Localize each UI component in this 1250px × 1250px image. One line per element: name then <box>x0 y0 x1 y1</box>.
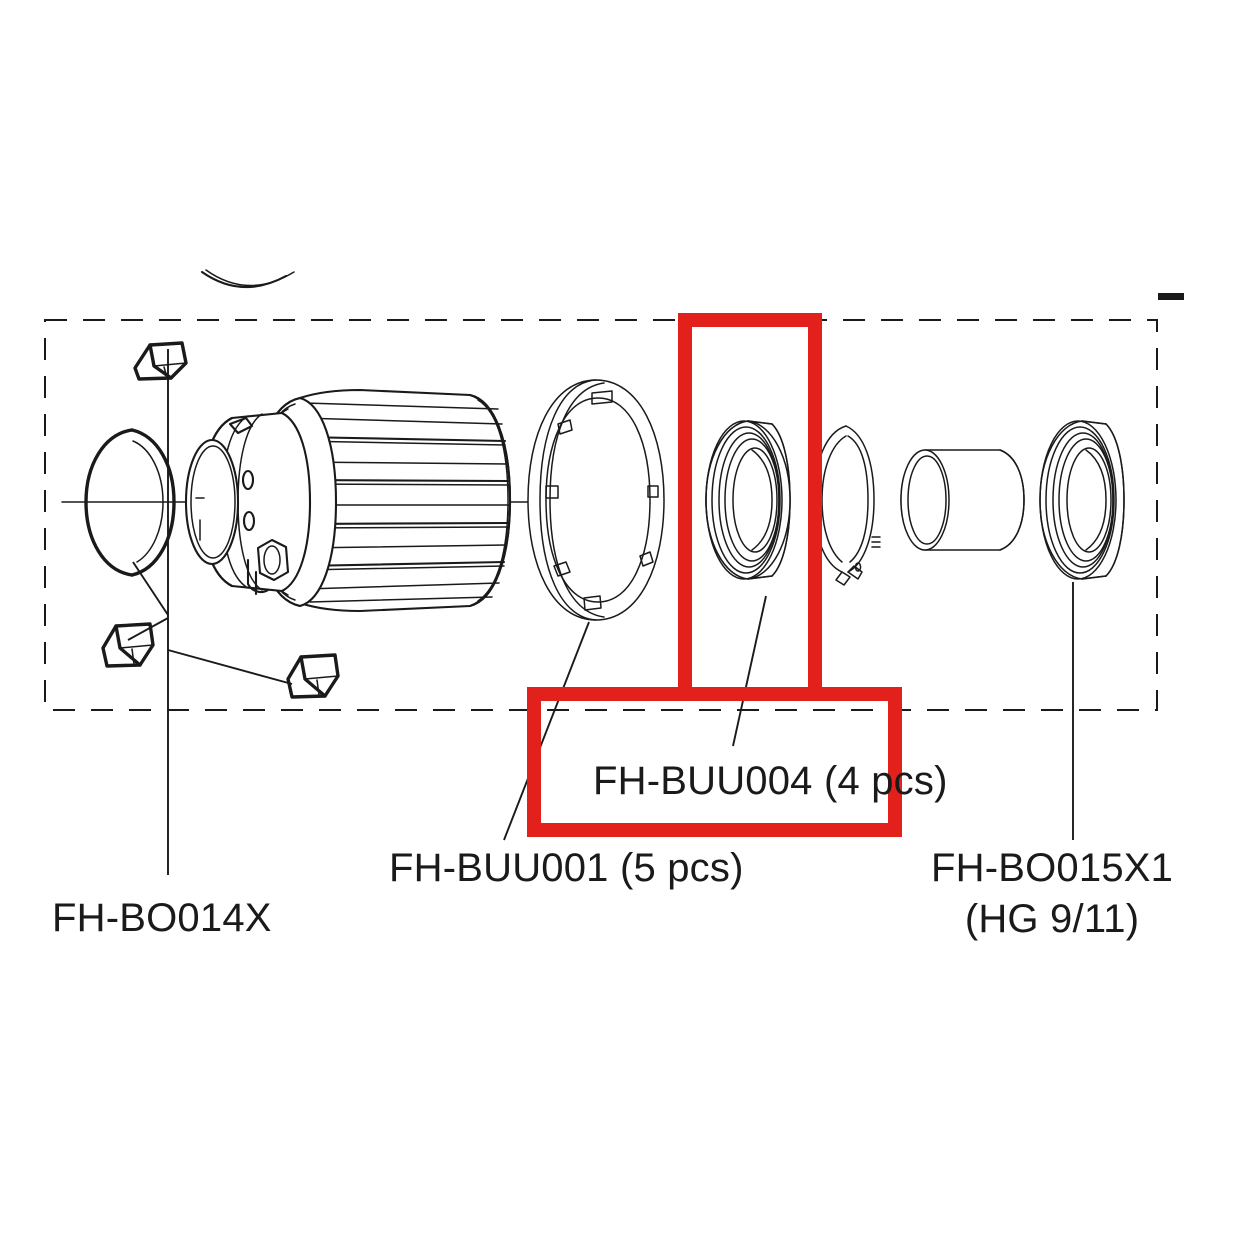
part-label-bo014x: FH-BO014X <box>52 896 272 940</box>
highlight-box-label <box>527 687 902 837</box>
circlip-spring-ring <box>84 428 176 577</box>
freehub-body-splined <box>184 388 512 613</box>
pawl-left <box>101 622 155 668</box>
spacer-tube <box>900 449 1025 551</box>
pawl-spring-ring-large <box>527 379 665 621</box>
part-label-buu001: FH-BUU001 (5 pcs) <box>389 846 744 890</box>
part-label-bo015x1-line2: (HG 9/11) <box>964 897 1140 942</box>
bearing-outer-highlighted <box>705 420 791 580</box>
pawl-top <box>133 341 188 381</box>
part-label-bo015x1: FH-BO015X1 (HG 9/11) <box>931 843 1173 945</box>
corner-tick-mark <box>1158 293 1184 300</box>
snap-ring <box>813 425 881 586</box>
leader-buu001 <box>503 621 590 841</box>
highlight-box-bearing <box>678 313 822 689</box>
dashed-assembly-frame <box>44 319 1158 711</box>
leader-bo014x <box>127 349 293 875</box>
bearing-end <box>1039 420 1125 580</box>
part-label-buu004: FH-BUU004 (4 pcs) <box>593 759 948 803</box>
leader-buu004 <box>732 595 767 747</box>
cropped-arc-fragment <box>200 269 295 289</box>
pawl-bottom <box>286 653 340 699</box>
part-label-bo015x1-line1: FH-BO015X1 <box>931 846 1174 890</box>
